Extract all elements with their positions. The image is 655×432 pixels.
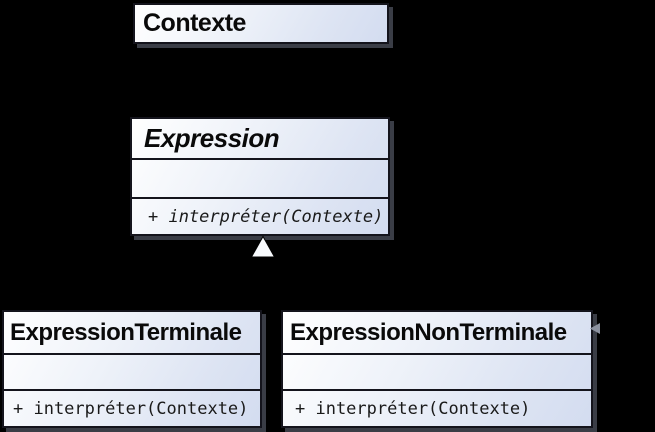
class-box-expression-non-terminale: ExpressionNonTerminale + interpréter(Con… [281, 310, 593, 428]
method-interpreter-expression-terminale: + interpréter(Contexte) [4, 389, 260, 426]
class-box-expression: Expression + interpréter(Contexte) [130, 117, 390, 236]
class-title-expression: Expression [144, 123, 280, 153]
attributes-compartment-expression [132, 158, 388, 197]
generalization-triangle-icon [250, 235, 276, 258]
method-interpreter-expression-non-terminale: + interpréter(Contexte) [283, 389, 591, 426]
class-title-expression-terminale: ExpressionTerminale [10, 318, 242, 346]
attributes-compartment-expression-non-terminale [283, 353, 591, 389]
attributes-compartment-expression-terminale [4, 353, 260, 389]
class-box-contexte: Contexte [133, 3, 389, 44]
method-interpreter-expression: + interpréter(Contexte) [132, 197, 388, 234]
class-title-contexte: Contexte [143, 9, 246, 37]
class-box-expression-terminale: ExpressionTerminale + interpréter(Contex… [2, 310, 262, 428]
class-title-expression-non-terminale: ExpressionNonTerminale [290, 318, 567, 346]
